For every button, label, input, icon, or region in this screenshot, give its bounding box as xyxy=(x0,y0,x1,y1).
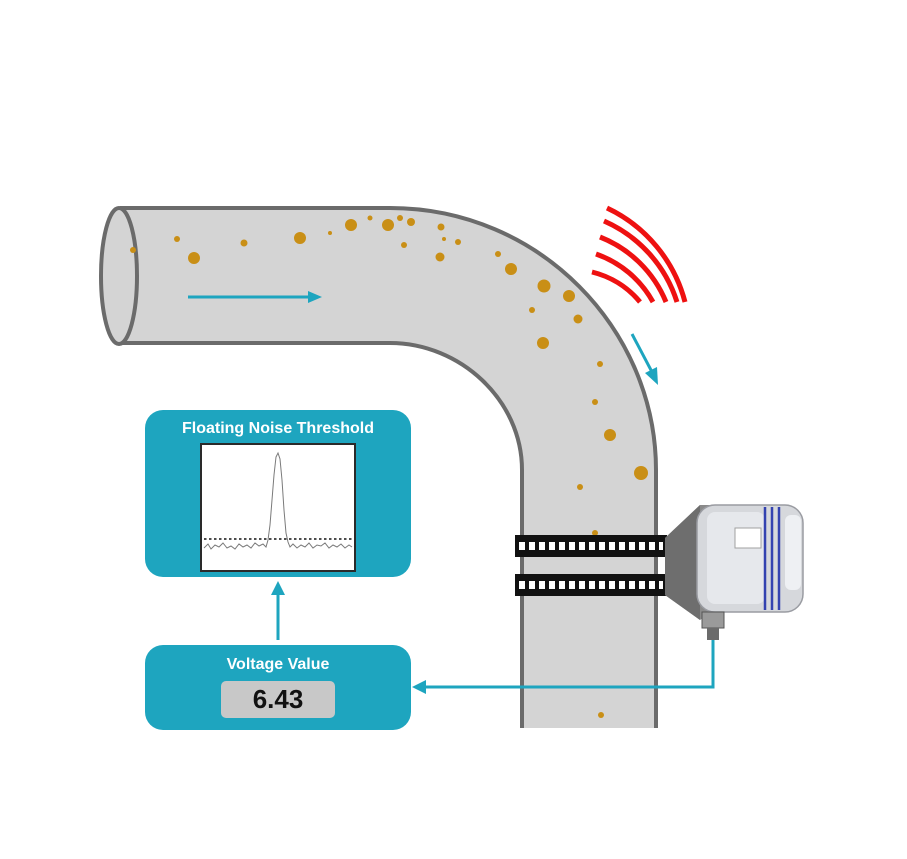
particle xyxy=(130,247,136,253)
particle xyxy=(592,530,598,536)
threshold-panel-title: Floating Noise Threshold xyxy=(181,420,374,437)
particle xyxy=(573,314,583,324)
pipe-opening xyxy=(99,206,139,346)
particle xyxy=(442,237,446,241)
particle xyxy=(345,219,357,231)
clamp-on-sensor-icon xyxy=(665,504,804,640)
clamp-strap-lower xyxy=(515,574,667,596)
particle xyxy=(367,215,373,221)
particle xyxy=(437,223,445,231)
clamp-strap-upper xyxy=(515,535,667,557)
threshold-panel: Floating Noise Threshold xyxy=(145,410,411,577)
particle xyxy=(495,251,501,257)
flow-arrow-horizontal xyxy=(188,291,322,303)
acoustic-waves-icon xyxy=(591,205,688,304)
particle xyxy=(328,231,332,235)
particle xyxy=(598,712,604,718)
voltage-panel-title: Voltage Value xyxy=(226,656,330,673)
particle xyxy=(382,219,394,231)
particle xyxy=(174,236,180,242)
particle xyxy=(537,279,551,293)
particle xyxy=(592,399,598,405)
particle xyxy=(577,484,583,490)
particle xyxy=(529,307,535,313)
signal-connector-voltage-to-threshold xyxy=(271,581,285,640)
particle xyxy=(294,232,306,244)
particle xyxy=(634,466,648,480)
signal-trace-graphic xyxy=(203,451,353,550)
particle xyxy=(397,215,403,221)
particle xyxy=(407,218,415,226)
particle xyxy=(435,252,445,262)
flow-arrow-diagonal xyxy=(630,333,658,385)
voltage-readout: 6.43 xyxy=(221,681,335,718)
noise-signal-plot xyxy=(200,443,356,572)
signal-connector-sensor-to-voltage xyxy=(412,640,715,694)
voltage-panel: Voltage Value 6.43 xyxy=(145,645,411,730)
particles xyxy=(130,215,648,718)
pipe-inner-wall xyxy=(120,341,524,728)
particle xyxy=(597,361,603,367)
particle xyxy=(537,337,549,349)
particle xyxy=(240,239,248,247)
particle xyxy=(505,263,517,275)
particle xyxy=(455,239,461,245)
signal-trace xyxy=(203,451,353,550)
particle xyxy=(604,429,616,441)
particle xyxy=(401,242,407,248)
particle xyxy=(563,290,575,302)
pipe-outer-wall xyxy=(120,206,658,728)
particle xyxy=(188,252,200,264)
